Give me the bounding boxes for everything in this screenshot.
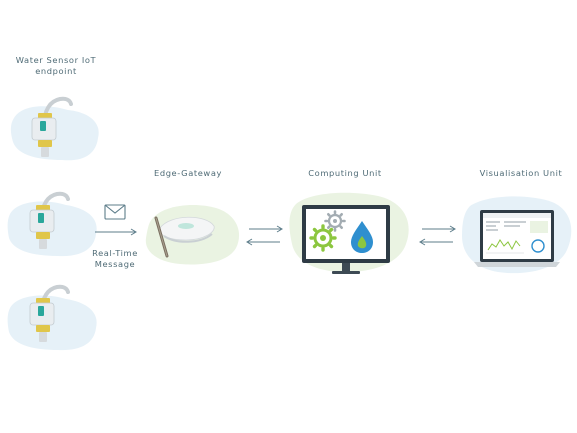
water-drop-icon xyxy=(351,221,373,253)
sensor-title-line2: endpoint xyxy=(35,66,77,76)
real-time-arrow xyxy=(95,228,137,236)
sensor-3-outlet-pipe xyxy=(39,332,47,342)
large-gear-icon xyxy=(309,224,337,252)
real-time-message-label: Real-Time Message xyxy=(82,248,148,270)
visualisation-to-computing-arrow xyxy=(419,238,453,246)
computing-unit xyxy=(289,192,409,274)
laptop-base xyxy=(474,262,560,267)
gear-icon xyxy=(324,210,346,232)
sensor-1-upper-fitting xyxy=(38,113,52,119)
sensor-title-line1: Water Sensor IoT xyxy=(15,55,97,65)
gateway-to-computing-arrow xyxy=(249,225,283,233)
sensor-1-led xyxy=(40,121,46,131)
gateway-title: Edge-Gateway xyxy=(153,168,223,178)
sensor-3-upper-fitting xyxy=(36,298,50,304)
envelope-icon xyxy=(104,204,126,220)
monitor-neck xyxy=(342,263,350,271)
sensor-2-led xyxy=(38,213,44,223)
dashboard-screen-content xyxy=(483,213,551,254)
sensor-title: Water Sensor IoT endpoint xyxy=(2,55,110,77)
monitor-screen xyxy=(306,209,386,259)
gateway-indicator xyxy=(178,223,194,229)
sensor-3-lower-fitting xyxy=(36,325,50,332)
dashboard-line-chart xyxy=(487,239,521,251)
sensor-2-upper-fitting xyxy=(36,205,50,211)
computing-to-gateway-arrow xyxy=(246,238,280,246)
edge-gateway xyxy=(145,204,240,265)
monitor-foot xyxy=(332,271,360,274)
dashboard-gauge xyxy=(531,239,545,253)
water-sensor-3 xyxy=(7,284,97,351)
water-sensor-1 xyxy=(10,96,99,161)
antenna-icon xyxy=(154,216,169,258)
sensor-2-lower-fitting xyxy=(36,232,50,239)
water-sensor-2 xyxy=(7,191,97,257)
laptop-screen xyxy=(483,213,551,259)
computing-to-visualisation-arrow xyxy=(422,225,456,233)
sensor-1-lower-fitting xyxy=(38,140,52,147)
visualisation-title: Visualisation Unit xyxy=(479,168,563,178)
sensor-1-outlet-pipe xyxy=(41,147,49,157)
gateway-base xyxy=(163,233,213,243)
sensor-2-outlet-pipe xyxy=(39,239,47,249)
message-line2: Message xyxy=(94,259,136,269)
message-line1: Real-Time xyxy=(92,248,138,258)
sensor-3-led xyxy=(38,306,44,316)
visualisation-unit xyxy=(462,196,572,274)
computing-title: Computing Unit xyxy=(308,168,382,178)
